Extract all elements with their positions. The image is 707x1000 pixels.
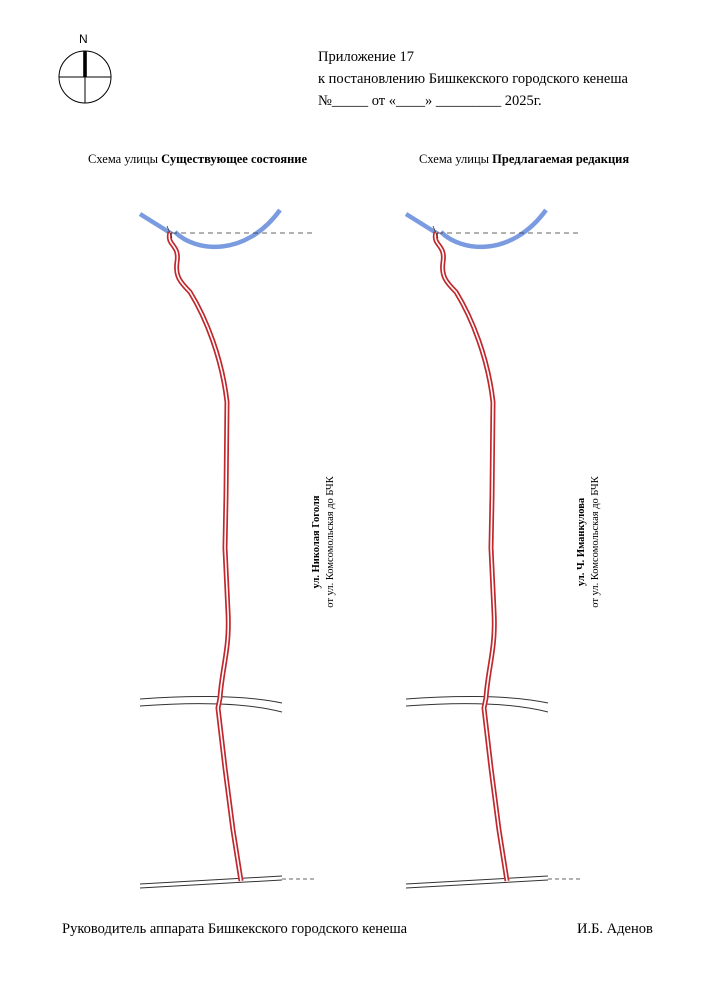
street-name: ул. Николая Гоголя [311,495,322,589]
signatory-name: И.Б. Аденов [577,921,653,937]
cross-road-bottom [139,875,315,889]
resolution-number-date: №_____ от «____» _________ 2025г. [318,93,542,109]
caption-state: Предлагаемая редакция [492,152,630,166]
street-line [166,225,244,882]
left-street-label: ул. Николая Гоголя от ул. Комсомольская … [310,412,344,672]
canal-bkc [404,208,581,250]
canal-bkc [138,208,315,250]
appendix-number: Приложение 17 [318,49,414,65]
cross-road-bottom [405,875,581,889]
street-range: от ул. Комсомольская до БЧК [325,476,336,608]
left-scheme-caption: Схема улицы Существующее состояние [88,152,307,167]
street-line [432,225,510,882]
caption-prefix: Схема улицы [88,152,162,166]
resolution-reference: к постановлению Бишкекского городского к… [318,71,628,87]
right-scheme-map [404,208,581,889]
right-street-label: ул. Ч. Иманкулова от ул. Комсомольская д… [575,412,609,672]
caption-prefix: Схема улицы [419,152,493,166]
north-arrow-icon [58,50,112,104]
signatory-position: Руководитель аппарата Бишкекского городс… [62,921,408,937]
caption-state: Существующее состояние [161,152,308,166]
right-scheme-caption: Схема улицы Предлагаемая редакция [419,152,629,167]
compass-north-label: N [79,32,88,46]
street-range: от ул. Комсомольская до БЧК [590,476,601,608]
street-name: ул. Ч. Иманкулова [576,497,587,587]
cross-road-middle [405,695,549,713]
left-scheme-map [138,208,315,889]
cross-road-middle [139,695,283,713]
